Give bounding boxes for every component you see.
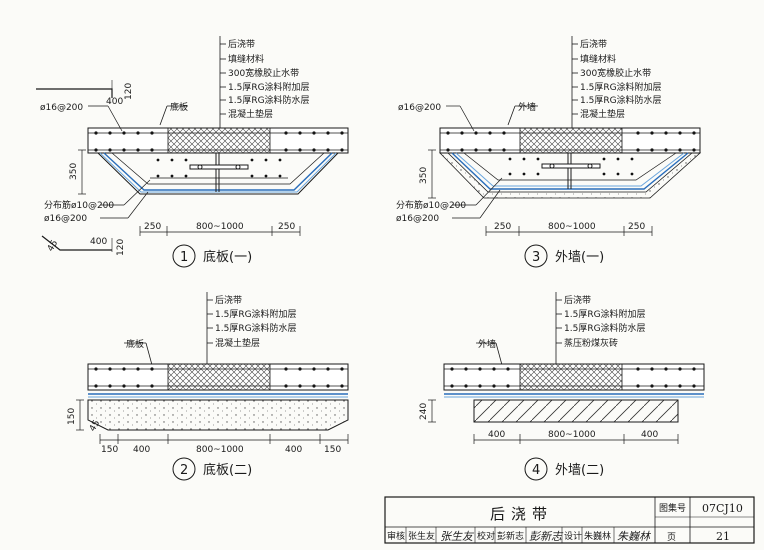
d1-dim-top-len: 400	[106, 97, 123, 107]
d4-callout-4: 蒸压粉煤灰砖	[564, 337, 618, 349]
d1-caption: 底板(一)	[203, 249, 252, 265]
drawing-3	[428, 36, 702, 268]
d3-dim-b1: 250	[494, 222, 511, 232]
design-label: 设计	[564, 530, 582, 542]
d2-dim-b3: 800~1000	[196, 445, 244, 455]
d1-detail-len: 400	[90, 237, 107, 247]
d4-dim-b1: 400	[488, 430, 505, 440]
d1-detail-h: 120	[116, 239, 126, 256]
title-block	[384, 496, 755, 544]
d4-dim-b2: 800~1000	[548, 430, 596, 440]
d1-callout-5: 1.5厚RG涂料防水层	[228, 94, 310, 106]
d1-callout-3: 300宽橡胶止水带	[228, 67, 299, 79]
d3-callout-6: 混凝土垫层	[580, 108, 625, 120]
d1-callout-4: 1.5厚RG涂料附加层	[228, 81, 310, 93]
check-label: 校对	[477, 530, 495, 542]
d3-dim-height: 350	[419, 167, 429, 184]
d1-detail-angle: 45	[46, 239, 60, 254]
d3-caption: 外墙(一)	[555, 250, 604, 265]
d3-callout-2: 填缝材料	[580, 53, 616, 65]
d2-number: 2	[180, 463, 188, 478]
d2-dim-b5: 150	[324, 445, 341, 455]
d1-rebar-bottom: ø16@200	[44, 214, 87, 224]
atlas-label: 图集号	[659, 502, 686, 514]
drawing-2	[76, 292, 349, 481]
d4-callout-3: 1.5厚RG涂料防水层	[564, 322, 646, 334]
d4-part-label: 外墙	[478, 338, 496, 350]
d3-dist-rebar: 分布筋ø10@200	[396, 199, 466, 211]
d2-callout-3: 1.5厚RG涂料防水层	[215, 322, 297, 334]
d4-dim-height: 240	[419, 403, 429, 420]
d3-number: 3	[532, 250, 540, 265]
d1-callout-6: 混凝土垫层	[228, 108, 273, 120]
page-label: 页	[667, 532, 676, 543]
d3-callout-5: 1.5厚RG涂料防水层	[580, 94, 662, 106]
page-number: 21	[716, 530, 730, 543]
d1-dist-rebar: 分布筋ø10@200	[44, 199, 114, 211]
drawing-1	[36, 36, 349, 268]
d4-number: 4	[532, 463, 540, 478]
reviewer-signature: 张生友	[440, 530, 475, 543]
checker-name: 彭新志	[497, 530, 524, 542]
d4-dim-b3: 400	[641, 430, 658, 440]
d1-callout-1: 后浇带	[228, 38, 255, 50]
d1-number: 1	[180, 250, 188, 265]
d2-callout-1: 后浇带	[215, 294, 242, 306]
atlas-number: 07CJ10	[702, 502, 743, 515]
d1-part-label: 底板	[170, 101, 188, 113]
d2-dim-height: 150	[67, 408, 77, 425]
d1-dim-b3: 250	[278, 222, 295, 232]
d2-dim-b1: 150	[101, 445, 118, 455]
d3-part-label: 外墙	[518, 101, 536, 113]
d4-callout-1: 后浇带	[564, 294, 591, 306]
d1-dim-b1: 250	[144, 222, 161, 232]
d3-callout-3: 300宽橡胶止水带	[580, 67, 651, 79]
d1-dim-height: 350	[69, 163, 79, 180]
d2-dim-angle: 45	[88, 419, 102, 434]
d3-rebar-top: ø16@200	[398, 103, 441, 113]
d3-dim-b3: 250	[628, 222, 645, 232]
d3-dim-b2: 800~1000	[548, 222, 596, 232]
drawing-4	[428, 292, 705, 481]
d2-dim-b4: 400	[285, 445, 302, 455]
d2-caption: 底板(二)	[203, 462, 252, 478]
review-label: 审核	[387, 530, 405, 542]
d1-dim-top-h: 120	[124, 83, 134, 100]
d2-callout-2: 1.5厚RG涂料附加层	[215, 308, 297, 320]
d2-part-label: 底板	[126, 338, 144, 350]
d4-callout-2: 1.5厚RG涂料附加层	[564, 308, 646, 320]
reviewer-name: 张生友	[408, 530, 435, 542]
d3-rebar-bottom: ø16@200	[396, 214, 439, 224]
sheet-title: 后浇带	[490, 505, 553, 523]
designer-name: 朱巍林	[584, 530, 611, 542]
d3-callout-1: 后浇带	[580, 38, 607, 50]
d1-callout-2: 填缝材料	[228, 53, 264, 65]
checker-signature: 彭新志	[529, 530, 564, 543]
d1-dim-b2: 800~1000	[196, 222, 244, 232]
d1-rebar-top: ø16@200	[40, 103, 83, 113]
designer-signature: 朱巍林	[617, 530, 652, 543]
d4-caption: 外墙(二)	[555, 463, 604, 478]
d3-callout-4: 1.5厚RG涂料附加层	[580, 81, 662, 93]
d2-callout-4: 混凝土垫层	[215, 337, 260, 349]
d2-dim-b2: 400	[133, 445, 150, 455]
